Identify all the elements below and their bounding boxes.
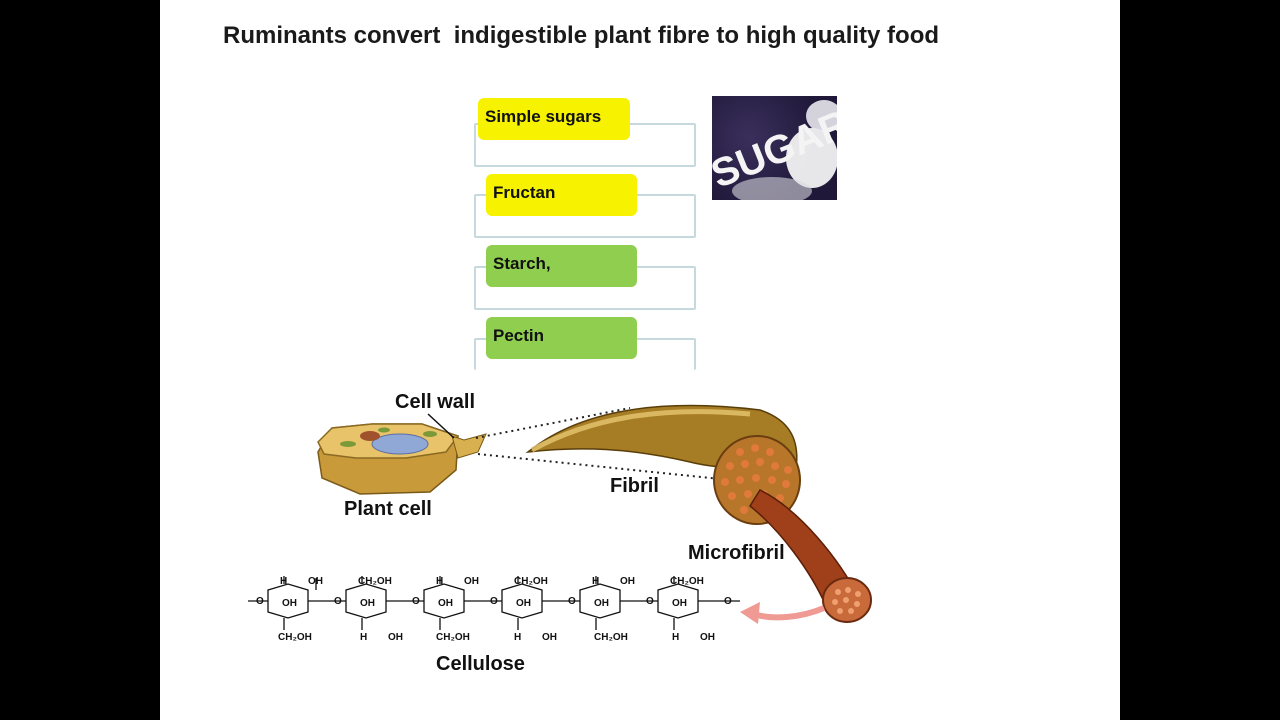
svg-text:H: H	[360, 632, 367, 643]
svg-text:OH: OH	[620, 576, 635, 587]
sugar-photo: SUGAR	[712, 96, 837, 200]
svg-text:H: H	[672, 632, 679, 643]
svg-text:CH₂OH: CH₂OH	[514, 576, 548, 587]
label-cell-wall: Cell wall	[395, 391, 476, 413]
svg-text:H: H	[592, 576, 599, 587]
cellulose-chain-atoms: O O O O O O O H OH CH₂OH H OH CH₂OH H OH CH₂OH CH₂O…	[256, 576, 732, 643]
fibre-illustration: O O O O O O O H OH CH₂OH H OH CH₂OH H OH CH₂OH CH₂O…	[248, 404, 872, 643]
carb-label-fructan: Fructan	[486, 174, 637, 216]
svg-text:O: O	[490, 596, 498, 607]
svg-text:OH: OH	[672, 598, 687, 609]
svg-text:OH: OH	[308, 576, 323, 587]
plant-cell-drawing	[317, 413, 487, 495]
svg-text:OH: OH	[388, 632, 403, 643]
microfibril-drawing	[749, 489, 872, 623]
svg-text:H: H	[514, 632, 521, 643]
svg-text:O: O	[568, 596, 576, 607]
carb-label-simple-sugars: Simple sugars	[478, 98, 630, 140]
label-microfibril: Microfibril	[688, 542, 785, 564]
svg-text:H: H	[436, 576, 443, 587]
svg-text:O: O	[256, 596, 264, 607]
cellulose-chain	[248, 576, 740, 630]
svg-text:H: H	[280, 576, 287, 587]
svg-text:OH: OH	[700, 632, 715, 643]
svg-text:OH: OH	[464, 576, 479, 587]
label-plant-cell: Plant cell	[344, 498, 432, 520]
svg-text:O: O	[412, 596, 420, 607]
svg-text:CH₂OH: CH₂OH	[670, 576, 704, 587]
svg-text:OH: OH	[360, 598, 375, 609]
label-fibril: Fibril	[610, 475, 659, 497]
label-cellulose: Cellulose	[436, 653, 525, 675]
svg-text:O: O	[724, 596, 732, 607]
svg-text:CH₂OH: CH₂OH	[594, 632, 628, 643]
svg-text:O: O	[646, 596, 654, 607]
carb-label-pectin: Pectin	[486, 317, 637, 359]
svg-text:OH: OH	[594, 598, 609, 609]
svg-text:O: O	[334, 596, 342, 607]
svg-text:OH: OH	[542, 632, 557, 643]
svg-text:OH: OH	[516, 598, 531, 609]
slide-title: Ruminants convert indigestible plant fib…	[223, 22, 940, 49]
svg-text:OH: OH	[282, 598, 297, 609]
svg-text:CH₂OH: CH₂OH	[278, 632, 312, 643]
carb-label-starch: Starch,	[486, 245, 637, 287]
svg-text:CH₂OH: CH₂OH	[358, 576, 392, 587]
svg-text:OH: OH	[438, 598, 453, 609]
slide: Ruminants convert indigestible plant fib…	[160, 0, 1120, 720]
svg-text:CH₂OH: CH₂OH	[436, 632, 470, 643]
